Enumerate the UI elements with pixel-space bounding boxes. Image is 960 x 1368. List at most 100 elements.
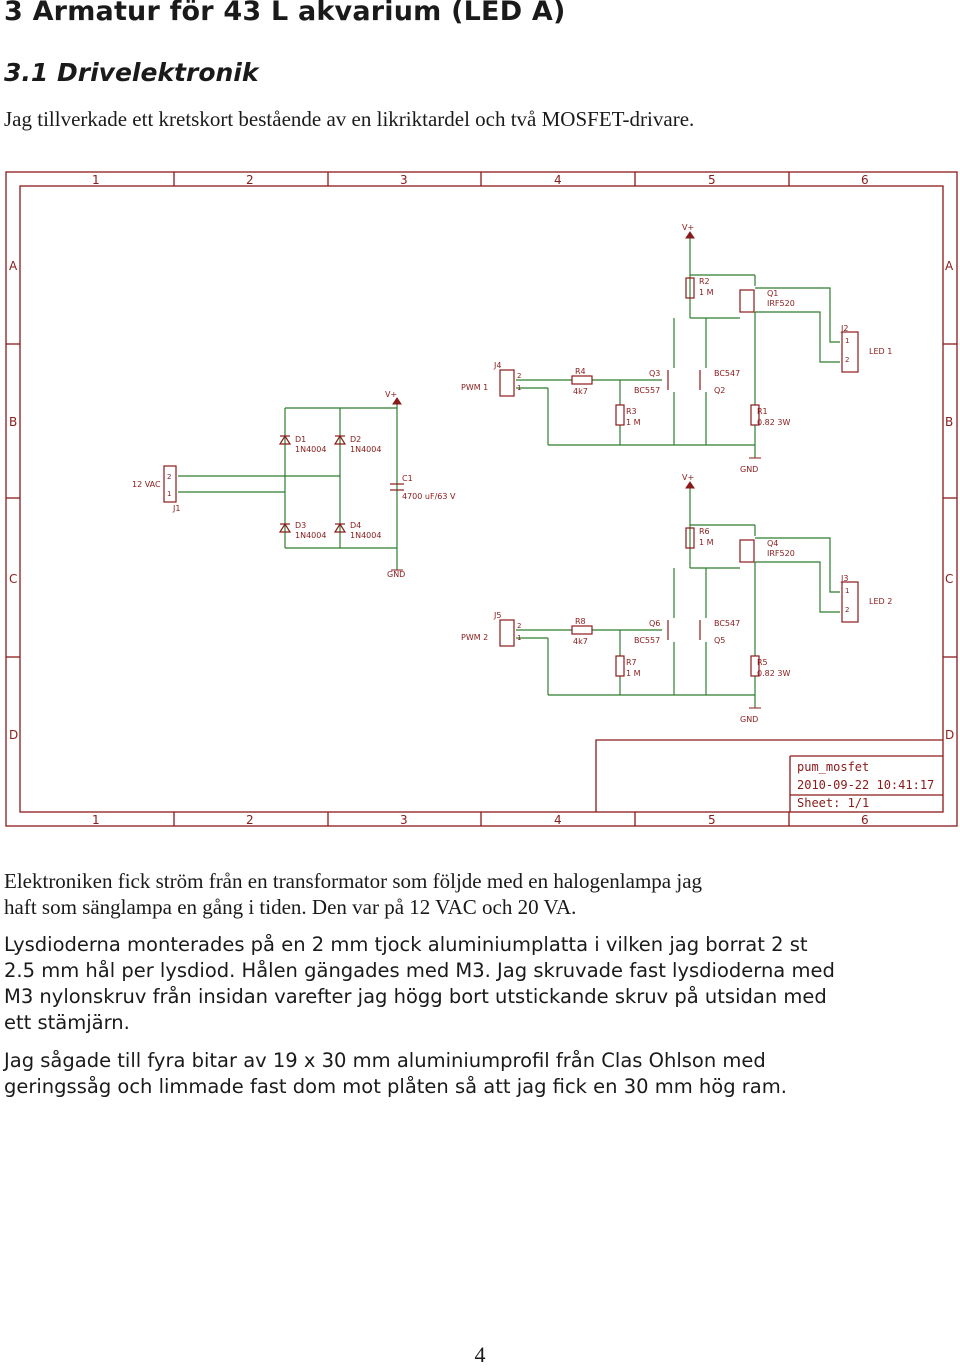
col-label: 2 [246,173,254,187]
paragraph-2-line-2: 2.5 mm hål per lysdiod. Hålen gängades m… [4,959,835,982]
d2-label: D2 [350,435,361,444]
paragraph-2-line-3: M3 nylonskruv från insidan varefter jag … [4,985,827,1008]
col-label: 1 [92,173,100,187]
r5-value: 0.82 3W [757,669,790,678]
paragraph-3-line-1: Jag sågade till fyra bitar av 19 x 30 mm… [4,1049,766,1072]
q3-value: BC557 [634,386,660,395]
q6-value: BC557 [634,636,660,645]
q2-label: Q2 [714,386,725,395]
r7-value: 1 M [626,669,641,678]
r4-label: R4 [575,367,586,376]
r1-value: 0.82 3W [757,418,790,427]
pin-label: 2 [517,372,521,380]
page-heading: 3 Armatur för 43 L akvarium (LED A) [4,0,566,27]
q6-label: Q6 [649,619,660,628]
r7-label: R7 [626,658,637,667]
paragraph-2-line-4: ett stämjärn. [4,1011,130,1034]
d4-value: 1N4004 [350,531,381,540]
q4-value: IRF520 [767,549,795,558]
gnd-label: GND [387,570,405,579]
q2-value: BC547 [714,369,740,378]
col-label: 6 [861,173,869,187]
d1-value: 1N4004 [295,445,326,454]
d3-label: D3 [295,521,306,530]
led2-label: LED 2 [869,597,892,606]
pin-label: 1 [845,337,849,345]
pin-label: 1 [167,490,171,498]
gnd-label: GND [740,715,758,724]
q4-label: Q4 [767,539,778,548]
r6-value: 1 M [699,538,714,547]
j2-label: J2 [840,324,848,333]
r4-value: 4k7 [573,387,588,396]
row-label: B [9,415,17,429]
row-label: C [945,572,953,586]
section-heading: 3.1 Drivelektronik [4,58,259,87]
components [163,277,859,677]
row-label: B [945,415,953,429]
d2-value: 1N4004 [350,445,381,454]
j5-label: J5 [493,611,501,620]
j3-label: J3 [840,574,848,583]
pin-label: 1 [517,384,521,392]
col-label: 2 [246,813,254,827]
col-label: 5 [708,173,716,187]
d4-label: D4 [350,521,361,530]
pin-label: 1 [845,587,849,595]
pin-label: 2 [845,356,849,364]
r6-label: R6 [699,527,710,536]
col-label: 6 [861,813,869,827]
j1-label: J1 [172,504,180,513]
title-block-sheet: Sheet: 1/1 [797,796,869,810]
col-label: 4 [554,173,562,187]
intro-text: Jag tillverkade ett kretskort bestående … [4,107,695,131]
d1-label: D1 [295,435,306,444]
q1-value: IRF520 [767,299,795,308]
c1-label: C1 [402,474,413,483]
title-block-name: pum_mosfet [797,760,869,774]
col-label: 1 [92,813,100,827]
paragraph-1-line-2: haft som sänglampa en gång i tiden. Den … [4,895,577,919]
vac-label: 12 VAC [132,480,161,489]
r2-label: R2 [699,277,710,286]
pin-label: 2 [517,622,521,630]
row-label: A [9,259,18,273]
paragraph-2-line-1: Lysdioderna monterades på en 2 mm tjock … [4,933,808,956]
j4-label: J4 [493,361,501,370]
q3-label: Q3 [649,369,660,378]
paragraph-3-line-2: geringssåg och limmade fast dom mot plåt… [4,1075,787,1098]
r3-label: R3 [626,407,637,416]
pwm2-label: PWM 2 [461,633,488,642]
r8-label: R8 [575,617,586,626]
title-block-date: 2010-09-22 10:41:17 [797,778,934,792]
row-label: A [945,259,954,273]
r5-label: R5 [757,658,768,667]
vplus-label: V+ [682,473,694,482]
gnd-label: GND [740,465,758,474]
r8-value: 4k7 [573,637,588,646]
page-number: 4 [474,1342,486,1367]
col-label: 5 [708,813,716,827]
col-label: 3 [400,173,408,187]
r1-label: R1 [757,407,768,416]
row-label: D [945,728,954,742]
pin-label: 2 [167,473,171,481]
d3-value: 1N4004 [295,531,326,540]
col-label: 3 [400,813,408,827]
pin-label: 2 [845,606,849,614]
vplus-label: V+ [385,390,397,399]
pwm1-label: PWM 1 [461,383,488,392]
col-label: 4 [554,813,562,827]
vplus-label: V+ [682,223,694,232]
q5-value: BC547 [714,619,740,628]
c1-value: 4700 uF/63 V [402,492,456,501]
circuit-schematic: 1 2 3 4 5 6 1 2 3 4 5 6 A B C D A B C D … [5,171,958,827]
led1-label: LED 1 [869,347,892,356]
r3-value: 1 M [626,418,641,427]
q1-label: Q1 [767,289,778,298]
row-label: C [9,572,17,586]
q5-label: Q5 [714,636,725,645]
paragraph-1-line-1: Elektroniken fick ström från en transfor… [4,869,703,893]
r2-value: 1 M [699,288,714,297]
pin-label: 1 [517,634,521,642]
